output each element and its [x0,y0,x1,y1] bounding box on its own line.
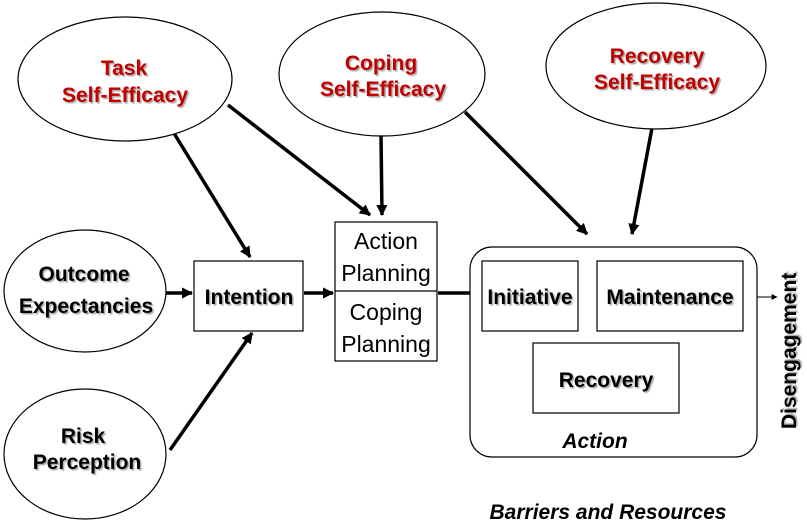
arrow-recovery-se-to-action [628,127,654,236]
planning-node: Action Planning Coping Planning [334,221,438,362]
recovery-self-efficacy-line2: Self-Efficacy [594,71,720,94]
action-planning-line1: Action [354,228,418,254]
outcome-expectancies-line1: Outcome [38,263,129,286]
arrow-task-to-intention [170,129,252,258]
recovery-box [532,342,680,414]
task-self-efficacy-line1: Task [101,57,148,80]
maintenance-box [596,260,744,332]
initiative-label: Initiative [487,286,572,309]
task-self-efficacy-ellipse [17,16,233,142]
intention-label: Intention [205,286,294,309]
disengagement-label: Disengagement [778,273,801,429]
action-group: Initiative Maintenance Recovery Action [469,246,758,458]
task-self-efficacy-line2: Self-Efficacy [62,84,188,107]
intention-box [193,260,304,332]
recovery-self-efficacy-ellipse [545,2,767,130]
action-group-label: Action [561,430,627,453]
arrow-task-to-planning [226,103,372,217]
coping-self-efficacy-line2: Self-Efficacy [320,78,446,101]
risk-perception-line2: Perception [33,451,142,474]
risk-perception-line1: Risk [61,425,106,448]
task-self-efficacy-node: Task Self-Efficacy [17,16,233,142]
coping-self-efficacy-ellipse [278,11,486,137]
intention-node: Intention [193,260,304,332]
coping-self-efficacy-line1: Coping [345,52,417,75]
risk-perception-node: Risk Perception [3,388,167,520]
recovery-self-efficacy-line1: Recovery [610,45,705,68]
arrow-risk-to-intention [168,331,254,452]
coping-planning-line2: Planning [341,331,431,357]
outcome-expectancies-node: Outcome Expectancies [3,229,167,353]
maintenance-label: Maintenance [606,286,733,309]
recovery-label: Recovery [559,369,654,392]
arrow-coping-to-planning [376,134,388,217]
outcome-expectancies-ellipse [3,229,167,353]
coping-self-efficacy-node: Coping Self-Efficacy [278,11,486,137]
coping-planning-line1: Coping [350,299,423,325]
barriers-and-resources-label: Barriers and Resources [490,501,727,524]
arrow-coping-to-action [463,110,589,236]
risk-perception-ellipse [3,388,167,520]
recovery-self-efficacy-node: Recovery Self-Efficacy [545,2,767,130]
initiative-box [481,260,579,332]
action-planning-line2: Planning [341,260,431,286]
outcome-expectancies-line2: Expectancies [19,295,153,318]
